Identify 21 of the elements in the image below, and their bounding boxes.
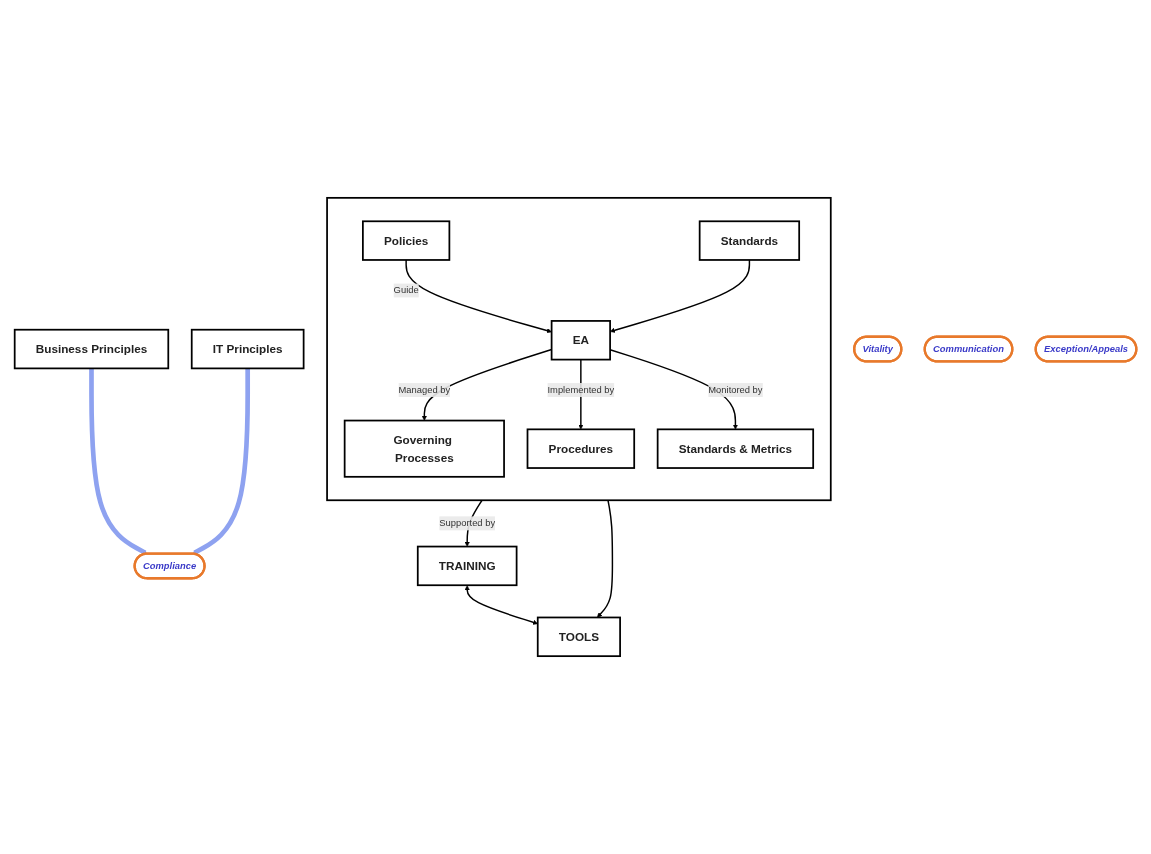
node-box: Business Principles — [13, 328, 170, 370]
node-box: Governing Processes — [343, 419, 505, 478]
arrow — [405, 259, 552, 334]
node-box: Procedures — [526, 428, 636, 469]
node-box: Standards — [698, 220, 801, 261]
edge-label: Supported by — [439, 518, 496, 529]
node-box: TOOLS — [536, 616, 621, 658]
arrow — [192, 368, 251, 555]
arrow — [89, 368, 148, 555]
node-box: IT Principles — [190, 328, 305, 370]
node-box: TRAINING — [416, 545, 518, 587]
node-box: Policies — [362, 220, 451, 261]
node-box: Standards & Metrics — [656, 428, 815, 469]
edge-label: Guide — [393, 285, 419, 296]
edge-label: Managed by — [398, 384, 451, 395]
edge-label: Monitored by — [708, 384, 763, 395]
cluster — [326, 196, 832, 502]
edge-label: Implemented by — [547, 384, 615, 395]
arrow — [464, 585, 538, 625]
node-box: EA — [550, 320, 611, 361]
arrow — [596, 499, 614, 618]
